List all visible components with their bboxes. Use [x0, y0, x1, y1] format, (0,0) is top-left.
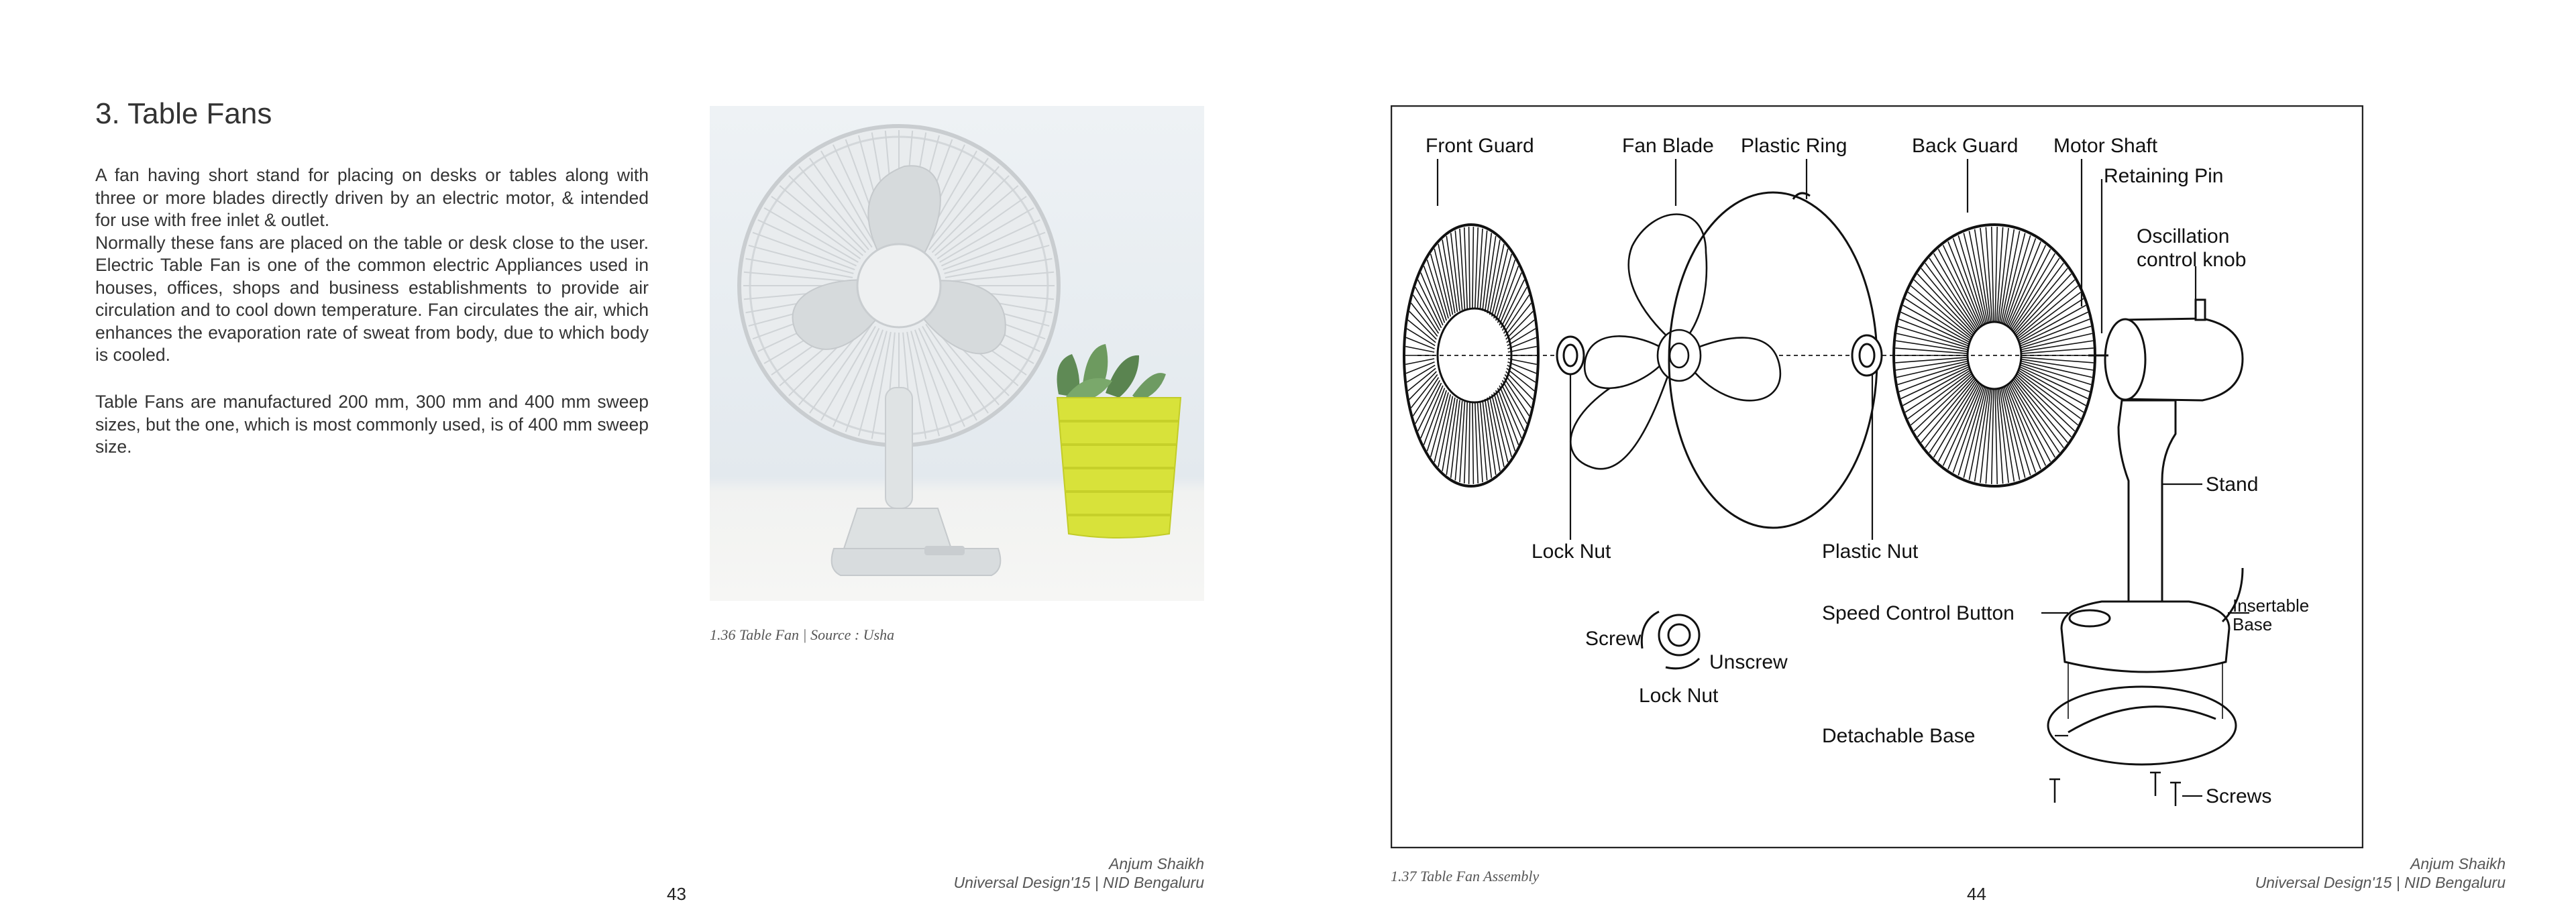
footer-author: Anjum Shaikh	[1109, 855, 1204, 872]
table-fan-photo	[710, 106, 1204, 601]
label-screw: Screw	[1585, 628, 1642, 650]
label-insertable-1: Insertable	[2233, 595, 2309, 616]
succulent-plant	[1057, 344, 1166, 404]
lock-nut-part	[1556, 335, 1585, 376]
label-unscrew: Unscrew	[1709, 651, 1788, 673]
left-footer: Anjum Shaikh Universal Design'15 | NID B…	[954, 854, 1204, 892]
label-motor-shaft: Motor Shaft	[2053, 135, 2158, 157]
label-retaining-pin: Retaining Pin	[2104, 165, 2223, 187]
label-lock-nut-2: Lock Nut	[1639, 685, 1719, 707]
fan-base	[830, 548, 1002, 576]
photo-caption: 1.36 Table Fan | Source : Usha	[710, 626, 895, 643]
diagram-caption: 1.37 Table Fan Assembly	[1391, 868, 1540, 885]
front-guard-part	[1403, 223, 1540, 488]
screws-part	[2049, 771, 2181, 806]
footer-author: Anjum Shaikh	[2410, 855, 2506, 872]
label-plastic-ring: Plastic Ring	[1741, 135, 1847, 157]
sweep-size-paragraph: Table Fans are manufactured 200 mm, 300 …	[95, 392, 649, 457]
label-stand: Stand	[2206, 473, 2258, 496]
intro-paragraph-1: A fan having short stand for placing on …	[95, 165, 649, 230]
screw-direction-icon	[1640, 610, 1701, 670]
right-footer: Anjum Shaikh Universal Design'15 | NID B…	[2255, 854, 2506, 892]
label-oscillation-2: control knob	[2137, 249, 2246, 271]
label-fan-blade: Fan Blade	[1622, 135, 1714, 157]
fan-blade-part	[1570, 213, 1782, 470]
label-insertable-2: Base	[2233, 614, 2272, 634]
plastic-nut-part	[1851, 334, 1883, 377]
fan-hub	[856, 243, 942, 329]
label-screws: Screws	[2206, 785, 2271, 807]
detachable-base-part	[2047, 662, 2237, 766]
label-speed-control-button: Speed Control Button	[1822, 602, 2015, 624]
intro-text: A fan having short stand for placing on …	[95, 164, 649, 367]
label-front-guard: Front Guard	[1426, 135, 1534, 157]
label-detachable-base: Detachable Base	[1822, 725, 1976, 747]
leader-lines	[1436, 159, 2249, 797]
page-number-left: 43	[667, 884, 686, 904]
page-title: 3. Table Fans	[95, 97, 272, 130]
back-guard-part	[1892, 223, 2096, 488]
label-lock-nut: Lock Nut	[1532, 541, 1611, 563]
label-plastic-nut: Plastic Nut	[1822, 541, 1919, 563]
fan-assembly-diagram: Front Guard Fan Blade Plastic Ring Back …	[1390, 105, 2364, 849]
fan-stand	[885, 387, 913, 509]
page-number-right: 44	[1967, 884, 1986, 904]
label-back-guard: Back Guard	[1912, 135, 2018, 157]
footer-course: Universal Design'15 | NID Bengaluru	[2255, 874, 2506, 891]
motor-housing-part	[2088, 298, 2244, 402]
intro-paragraph-1b: Normally these fans are placed on the ta…	[95, 232, 649, 365]
label-oscillation-1: Oscillation	[2137, 225, 2229, 247]
footer-course: Universal Design'15 | NID Bengaluru	[953, 874, 1204, 891]
stand-part	[2060, 399, 2244, 673]
